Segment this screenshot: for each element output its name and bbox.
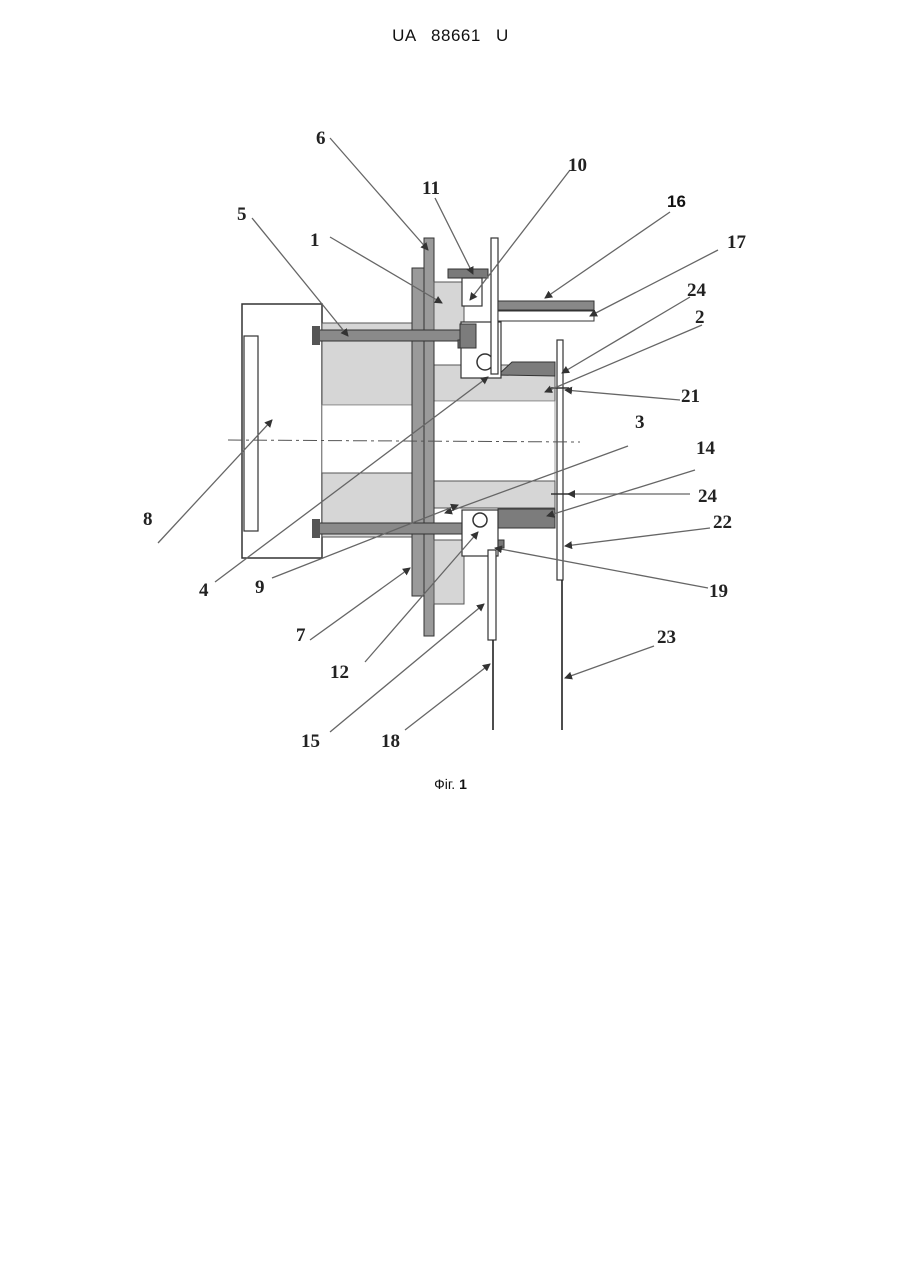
label-15: 15	[301, 731, 320, 752]
label-14: 14	[696, 438, 716, 459]
label-8: 8	[143, 509, 153, 530]
label-24-top: 24	[687, 280, 707, 301]
label-10: 10	[568, 155, 587, 176]
arm-16-17	[498, 301, 594, 321]
label-24-bottom: 24	[698, 486, 718, 507]
label-2: 2	[695, 307, 705, 328]
label-3: 3	[635, 412, 645, 433]
label-18: 18	[381, 731, 400, 752]
caption-number: 1	[459, 776, 467, 792]
label-23: 23	[657, 627, 676, 648]
label-1: 1	[310, 230, 320, 251]
figure-caption: Фіг. 1	[0, 776, 901, 792]
shaft	[432, 362, 555, 528]
label-5: 5	[237, 204, 247, 225]
label-21: 21	[681, 386, 700, 407]
lever-15-18	[488, 550, 496, 730]
label-6: 6	[316, 128, 326, 149]
main-body	[322, 323, 415, 537]
housing-part-8	[242, 304, 322, 558]
caption-prefix: Фіг.	[434, 776, 455, 792]
label-7: 7	[296, 625, 306, 646]
label-19: 19	[709, 581, 728, 602]
label-12: 12	[330, 662, 349, 683]
label-9: 9	[255, 577, 265, 598]
label-16: 16	[667, 192, 686, 211]
label-11: 11	[422, 178, 440, 199]
label-4: 4	[199, 580, 209, 601]
label-17: 17	[727, 232, 747, 253]
label-22: 22	[713, 512, 732, 533]
